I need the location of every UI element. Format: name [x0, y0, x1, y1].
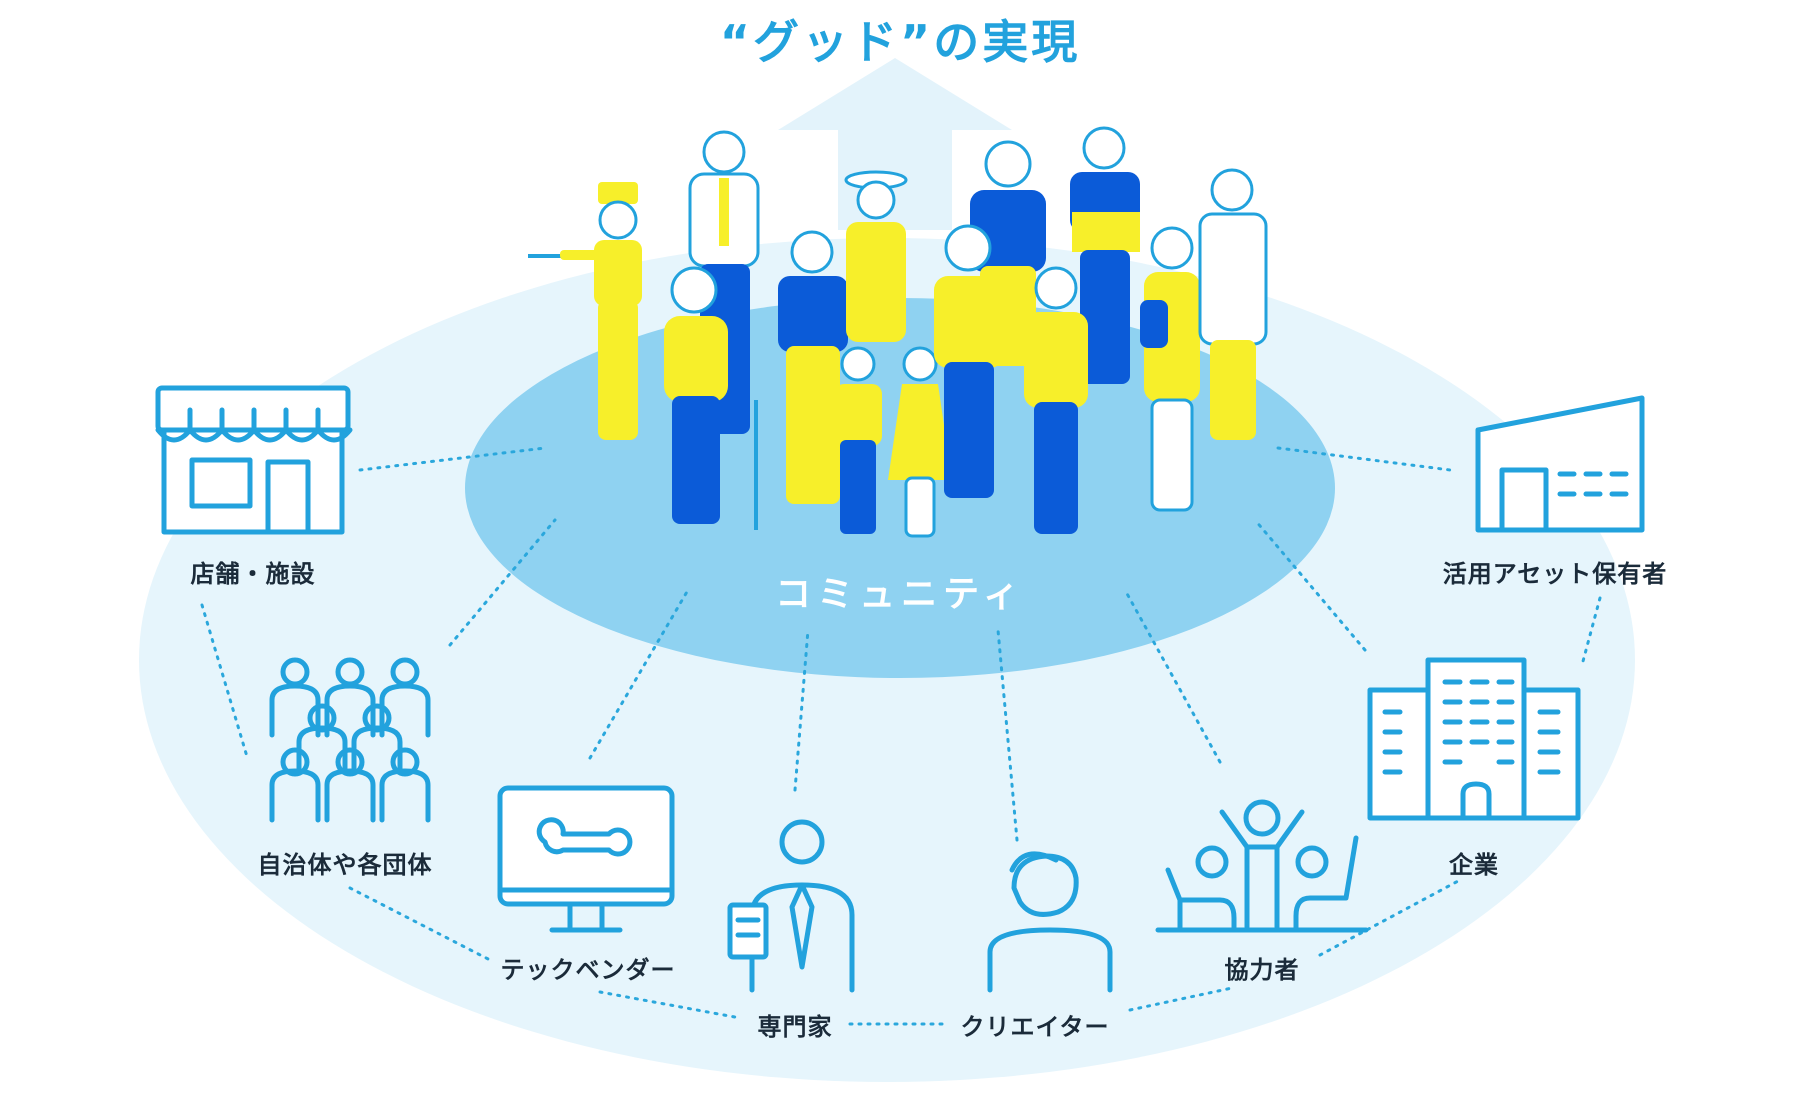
label-supporter: 協力者	[1225, 950, 1300, 985]
label-tech-vendor: テックベンダー	[501, 950, 676, 985]
label-asset-owner: 活用アセット保有者	[1443, 554, 1668, 589]
label-creator: クリエイター	[960, 1007, 1109, 1042]
community-ellipse	[465, 298, 1335, 678]
store-icon	[158, 388, 350, 532]
page-title: “グッド”の実現	[720, 6, 1080, 72]
building-icon	[1478, 398, 1642, 530]
label-company: 企業	[1449, 845, 1499, 880]
label-government: 自治体や各団体	[258, 845, 433, 880]
community-label: コミュニティ	[775, 565, 1025, 617]
label-store: 店舗・施設	[191, 554, 316, 589]
label-expert: 専門家	[758, 1007, 833, 1042]
